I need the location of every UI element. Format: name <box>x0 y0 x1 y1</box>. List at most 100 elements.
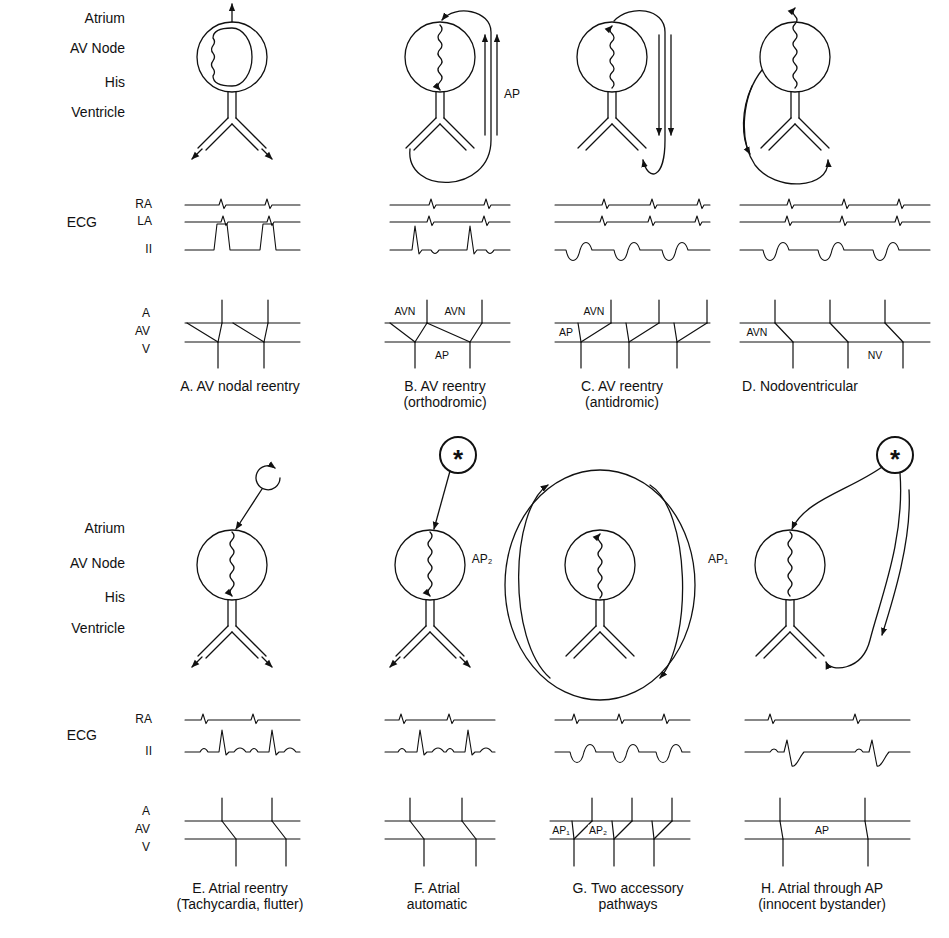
his-bundle <box>603 600 604 626</box>
accessory-pathway <box>484 35 485 135</box>
row-label: His <box>105 74 125 90</box>
ladder-stroke <box>578 323 581 342</box>
av-node-circle <box>755 530 825 600</box>
ladder-label: NV <box>867 350 884 361</box>
bundle-branch <box>206 632 232 658</box>
accessory-pathway <box>658 35 659 135</box>
ecg-trace <box>555 745 690 763</box>
av-node-circle <box>197 22 267 92</box>
accessory-pathway <box>496 35 497 135</box>
nodoventricular-fiber <box>743 86 752 154</box>
automatic-focus <box>877 437 913 473</box>
ladder-stroke <box>830 323 848 342</box>
ecg-trace <box>185 199 300 209</box>
ladder-stroke <box>217 342 218 368</box>
ladder-line <box>745 821 910 822</box>
ladder-stroke <box>612 821 614 839</box>
ladder-stroke <box>263 342 264 368</box>
ladder-stroke <box>390 323 415 342</box>
ladder-stroke <box>676 342 677 368</box>
ladder-stroke <box>902 342 903 368</box>
ladder-stroke <box>415 323 427 342</box>
ladder-stroke <box>264 323 268 342</box>
his-bundle <box>790 92 791 118</box>
ladder-stroke <box>631 798 632 821</box>
his-bundle <box>433 600 434 626</box>
ecg-trace <box>185 216 300 226</box>
slow-conduction <box>793 8 797 88</box>
ladder-stroke <box>581 323 611 342</box>
ladder-stroke <box>774 300 775 323</box>
accessory-pathway <box>826 473 901 668</box>
ladder-stroke <box>235 839 236 866</box>
ventricular-arrow <box>262 657 272 667</box>
ecg-trace <box>385 730 495 755</box>
slow-conduction <box>788 532 792 596</box>
reentry-circuit <box>410 11 491 182</box>
ladder-stroke <box>654 821 672 839</box>
bundle-branch <box>430 632 456 658</box>
row-label: AV Node <box>70 40 125 56</box>
asterisk-symbol: * <box>890 446 900 472</box>
ladder-stroke <box>233 323 264 342</box>
panel-caption: E. Atrial reentry (Tachycardia, flutter) <box>155 880 325 912</box>
ladder-stroke <box>591 798 592 821</box>
slow-conduction <box>598 534 602 598</box>
ladder-stroke <box>410 821 424 839</box>
ecg-trace <box>390 199 510 209</box>
row-label: Ventricle <box>71 104 125 120</box>
ladder-stroke <box>671 798 672 821</box>
row-label: AV Node <box>70 555 125 571</box>
ventricular-arrow <box>262 149 272 159</box>
ecg-trace <box>555 199 710 209</box>
ladder-stroke <box>462 821 476 839</box>
ladder-line <box>385 323 510 324</box>
ecg-trace <box>740 243 930 261</box>
ecg-trace <box>185 714 300 724</box>
reentry-circuit <box>614 11 665 174</box>
bundle-branch <box>769 124 795 150</box>
ladder-line <box>550 821 690 822</box>
av-node-circle <box>395 530 465 600</box>
ladder-stroke <box>409 798 410 821</box>
lead-label: II <box>145 243 152 257</box>
ladder-stroke <box>271 798 272 821</box>
ladder-stroke <box>629 323 659 342</box>
ecg-trace <box>555 243 710 261</box>
ladder-label: AP₂ <box>588 825 608 836</box>
ladder-line <box>740 323 930 324</box>
bundle-branch <box>764 632 790 658</box>
reentry-loop <box>212 28 253 86</box>
ladder-stroke <box>674 323 677 342</box>
ladder-stroke <box>865 821 868 839</box>
ladder-stroke <box>461 798 462 821</box>
nodoventricular-fiber <box>744 70 828 184</box>
ladder-stroke <box>427 323 470 342</box>
his-bundle <box>235 600 236 626</box>
ecg-trace <box>745 714 910 724</box>
ladder-stroke <box>475 839 476 866</box>
row-label: ECG <box>67 214 97 230</box>
ecg-trace <box>185 224 300 250</box>
ladder-stroke <box>580 342 581 368</box>
ecg-trace <box>740 216 930 226</box>
his-bundle <box>785 600 786 626</box>
ladder-stroke <box>426 300 427 323</box>
his-bundle <box>607 92 608 118</box>
slow-conduction <box>610 26 614 88</box>
his-bundle <box>227 600 228 626</box>
ladder-row-label: V <box>142 841 150 855</box>
ladder-stroke <box>780 821 783 839</box>
ladder-stroke <box>285 839 286 866</box>
ladder-line <box>550 839 690 840</box>
ladder-row-label: AV <box>135 325 150 339</box>
ladder-label: AVN <box>444 306 467 317</box>
bundle-branch <box>600 632 626 658</box>
ladder-line <box>555 342 710 343</box>
av-node-circle <box>405 22 475 92</box>
ladder-stroke <box>470 323 482 342</box>
panel-caption: G. Two accessory pathways <box>553 880 703 912</box>
